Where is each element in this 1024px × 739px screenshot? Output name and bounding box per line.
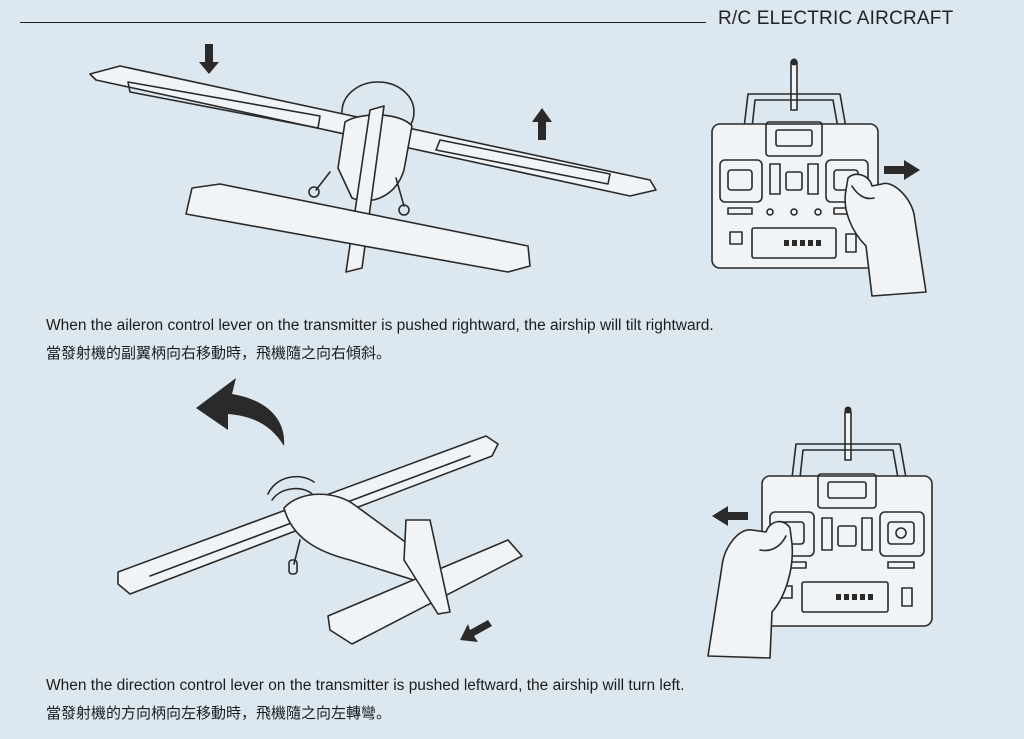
battery-panel [751,227,837,259]
airplane-top-illustration [89,44,657,273]
header-rule [20,22,706,23]
right-stick-gimbal [879,511,925,557]
left-aileron [127,81,321,129]
transmitter-bottom-illustration [707,406,933,659]
vertical-fin [403,519,451,615]
arrow-up-icon [532,108,552,140]
propeller [267,475,315,501]
handle [791,443,907,479]
horizontal-tail [185,183,531,273]
wheel [288,559,298,575]
wheel [398,204,410,216]
arrow-left-icon [712,506,748,526]
caption-aileron-en: When the aileron control lever on the tr… [46,317,714,334]
trim-switch [769,163,781,195]
curved-arrow-left-icon [196,378,285,446]
transmitter-top-illustration [711,58,927,297]
trim-switch [807,163,819,195]
arrow-right-icon [884,160,920,180]
lcd-screen [827,481,867,499]
caption-direction-en: When the direction control lever on the … [46,677,685,694]
wheel [308,186,320,198]
landing-gear [315,171,405,207]
right-aileron [435,139,611,185]
lcd-screen [775,129,813,147]
arrow-down-icon [199,44,219,74]
antenna [844,411,852,461]
hand [844,173,927,297]
page-title: R/C ELECTRIC AIRCRAFT [718,8,954,29]
caption-direction-zh: 當發射機的方向柄向左移動時，飛機隨之向左轉彎。 [46,704,392,722]
arrow-down-left-icon [460,620,492,642]
trim-switch [821,517,833,551]
handle [743,93,847,129]
caption-aileron-zh: 當發射機的副翼柄向右移動時，飛機隨之向右傾斜。 [46,344,392,362]
hand [707,520,794,659]
battery-panel [801,581,889,613]
airplane-bottom-illustration [117,378,523,645]
trim-switch [861,517,873,551]
left-stick-gimbal [719,159,763,203]
antenna [790,61,798,111]
